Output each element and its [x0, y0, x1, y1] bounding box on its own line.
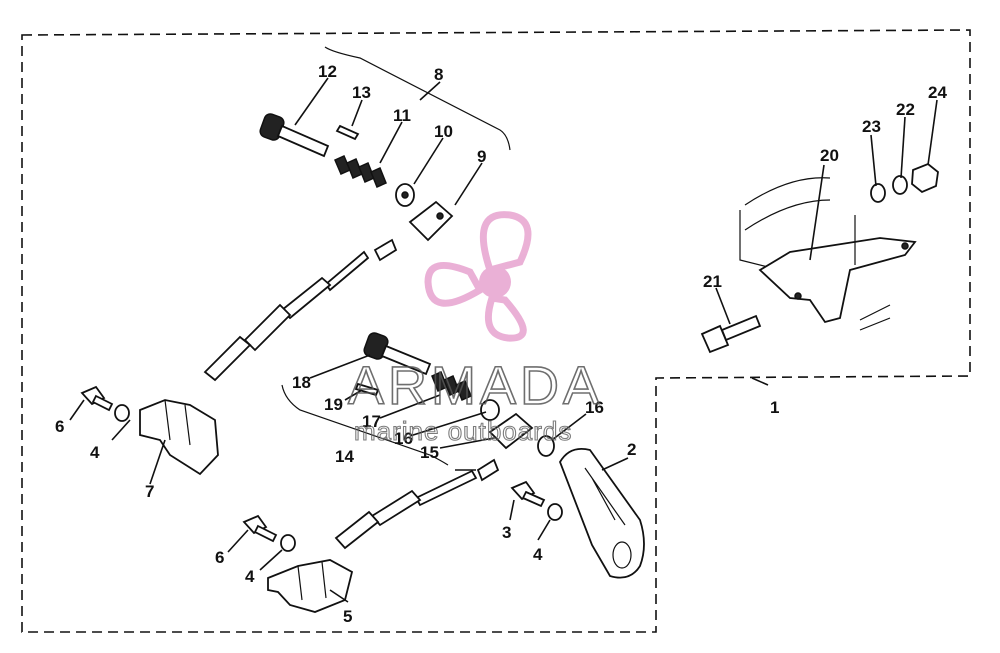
washer-16-left — [480, 399, 500, 421]
callout-2: 2 — [627, 440, 636, 459]
washer-23 — [870, 183, 886, 203]
callout-7: 7 — [145, 482, 154, 501]
callout-20: 20 — [820, 146, 839, 165]
bolt-3 — [510, 480, 546, 508]
callout-15: 15 — [420, 443, 439, 462]
bracket-7 — [139, 399, 219, 476]
upper-throttle-rod — [203, 238, 398, 382]
pin-13 — [335, 124, 360, 141]
washer-4-right — [547, 503, 563, 521]
spring-17 — [431, 370, 472, 402]
callout-5: 5 — [343, 607, 352, 626]
bracket-5 — [267, 559, 354, 613]
clevis-15 — [488, 412, 534, 450]
bolt-6-lower — [242, 514, 278, 543]
washer-16-right — [537, 435, 555, 457]
callout-8: 8 — [434, 65, 443, 84]
pin-19 — [354, 382, 380, 397]
callout-12: 12 — [318, 62, 337, 81]
bolt-21 — [700, 314, 762, 354]
lower-throttle-rod — [334, 458, 500, 550]
callout-1: 1 — [770, 398, 779, 417]
bolt-6-upper — [80, 385, 114, 412]
callout-9: 9 — [477, 147, 486, 166]
mount-bracket-20 — [739, 177, 917, 331]
washer-4-upper — [114, 404, 130, 422]
callout-23: 23 — [862, 117, 881, 136]
callout-14: 14 — [335, 447, 354, 466]
callout-22: 22 — [896, 100, 915, 119]
callout-19: 19 — [324, 395, 343, 414]
callout-numbers: 1 2 3 4 4 4 5 6 6 7 8 9 10 11 12 13 14 1… — [55, 62, 947, 626]
callout-10: 10 — [434, 122, 453, 141]
watermark-brand: ARMADA — [348, 356, 603, 416]
propeller-icon — [424, 211, 532, 342]
callout-6-upper: 6 — [55, 417, 64, 436]
group-8-brace — [324, 46, 511, 151]
callout-4-upper: 4 — [90, 443, 100, 462]
leader-lines — [69, 77, 938, 603]
screw-12 — [259, 113, 330, 158]
callout-11: 11 — [393, 106, 411, 125]
callout-6-lower: 6 — [215, 548, 224, 567]
watermark-tagline: marine outboards — [354, 416, 572, 446]
callout-4-right: 4 — [533, 545, 543, 564]
washer-22 — [892, 175, 908, 195]
callout-3: 3 — [502, 523, 511, 542]
spring-11 — [334, 155, 387, 189]
group-14-brace — [281, 384, 449, 466]
callout-16-right: 16 — [585, 398, 604, 417]
callout-13: 13 — [352, 83, 371, 102]
clevis-9 — [408, 200, 454, 242]
callout-18: 18 — [292, 373, 311, 392]
washer-4-lower — [280, 534, 296, 552]
callout-24: 24 — [928, 83, 947, 102]
screw-18 — [363, 332, 432, 376]
callout-16-left: 16 — [394, 429, 413, 448]
callout-17: 17 — [362, 412, 381, 431]
callout-21: 21 — [703, 272, 722, 291]
watermark: ARMADA marine outboards — [347, 211, 603, 447]
assembly-boundary — [21, 29, 971, 633]
lever-arm-2 — [559, 447, 645, 579]
nut-24 — [911, 162, 939, 194]
callout-4-lower: 4 — [245, 567, 255, 586]
